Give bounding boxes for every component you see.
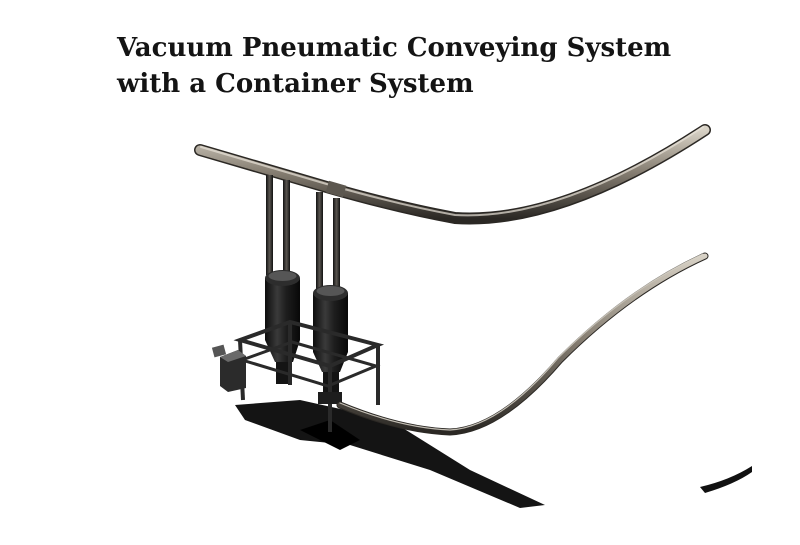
page-title: Vacuum Pneumatic Conveying System with a…: [117, 30, 671, 102]
ground-shadow: [235, 400, 752, 508]
title-line-1: Vacuum Pneumatic Conveying System: [117, 33, 672, 63]
support-frame: [233, 319, 385, 432]
blower-unit: [211, 344, 246, 392]
vertical-pipes: [266, 175, 340, 292]
upper-conveying-pipe: [194, 124, 711, 225]
lower-conveying-pipe: [336, 252, 709, 436]
title-line-2: with a Container System: [117, 69, 474, 99]
